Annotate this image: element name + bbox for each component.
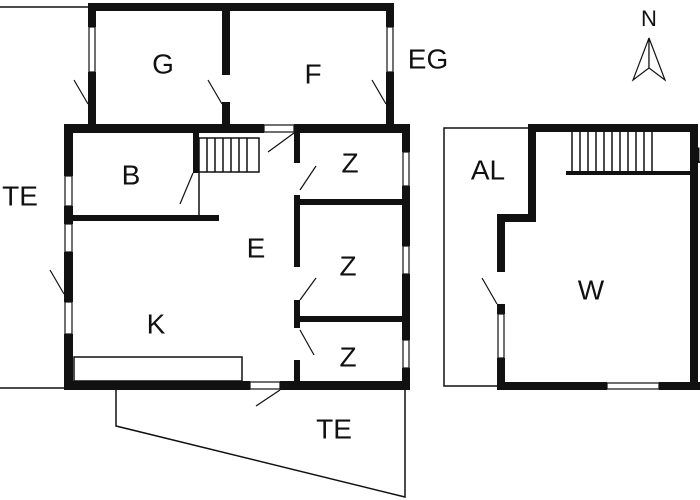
room-label-al: AL [471, 154, 505, 185]
door-swings [49, 79, 387, 407]
kitchen-counter [73, 356, 243, 382]
room-label-z-bottom: Z [339, 341, 356, 372]
room-label-eg: EG [408, 43, 448, 74]
room-label-b: B [122, 159, 141, 190]
room-label-w: W [578, 274, 605, 305]
room-labels: G F EG TE B E Z Z Z K TE AL W [2, 43, 605, 444]
north-label: N [641, 6, 657, 31]
cut-off-text: 1 [692, 143, 700, 168]
main-block-walls [64, 124, 410, 390]
room-label-e: E [247, 232, 266, 263]
room-label-g: G [152, 48, 174, 79]
room-label-z-top: Z [341, 147, 358, 178]
room-label-f: F [304, 58, 321, 89]
terrace-bottom [115, 388, 406, 498]
interior-walls [73, 133, 402, 381]
north-arrow: N [631, 6, 667, 82]
windows [64, 26, 410, 390]
terrace-left [0, 6, 88, 389]
room-label-te-left: TE [2, 180, 38, 211]
stairs-main [198, 137, 260, 215]
annex [443, 124, 700, 390]
upper-block-walls [88, 3, 394, 132]
room-label-k: K [147, 308, 166, 339]
room-label-z-middle: Z [339, 250, 356, 281]
room-label-te-bottom: TE [316, 413, 352, 444]
